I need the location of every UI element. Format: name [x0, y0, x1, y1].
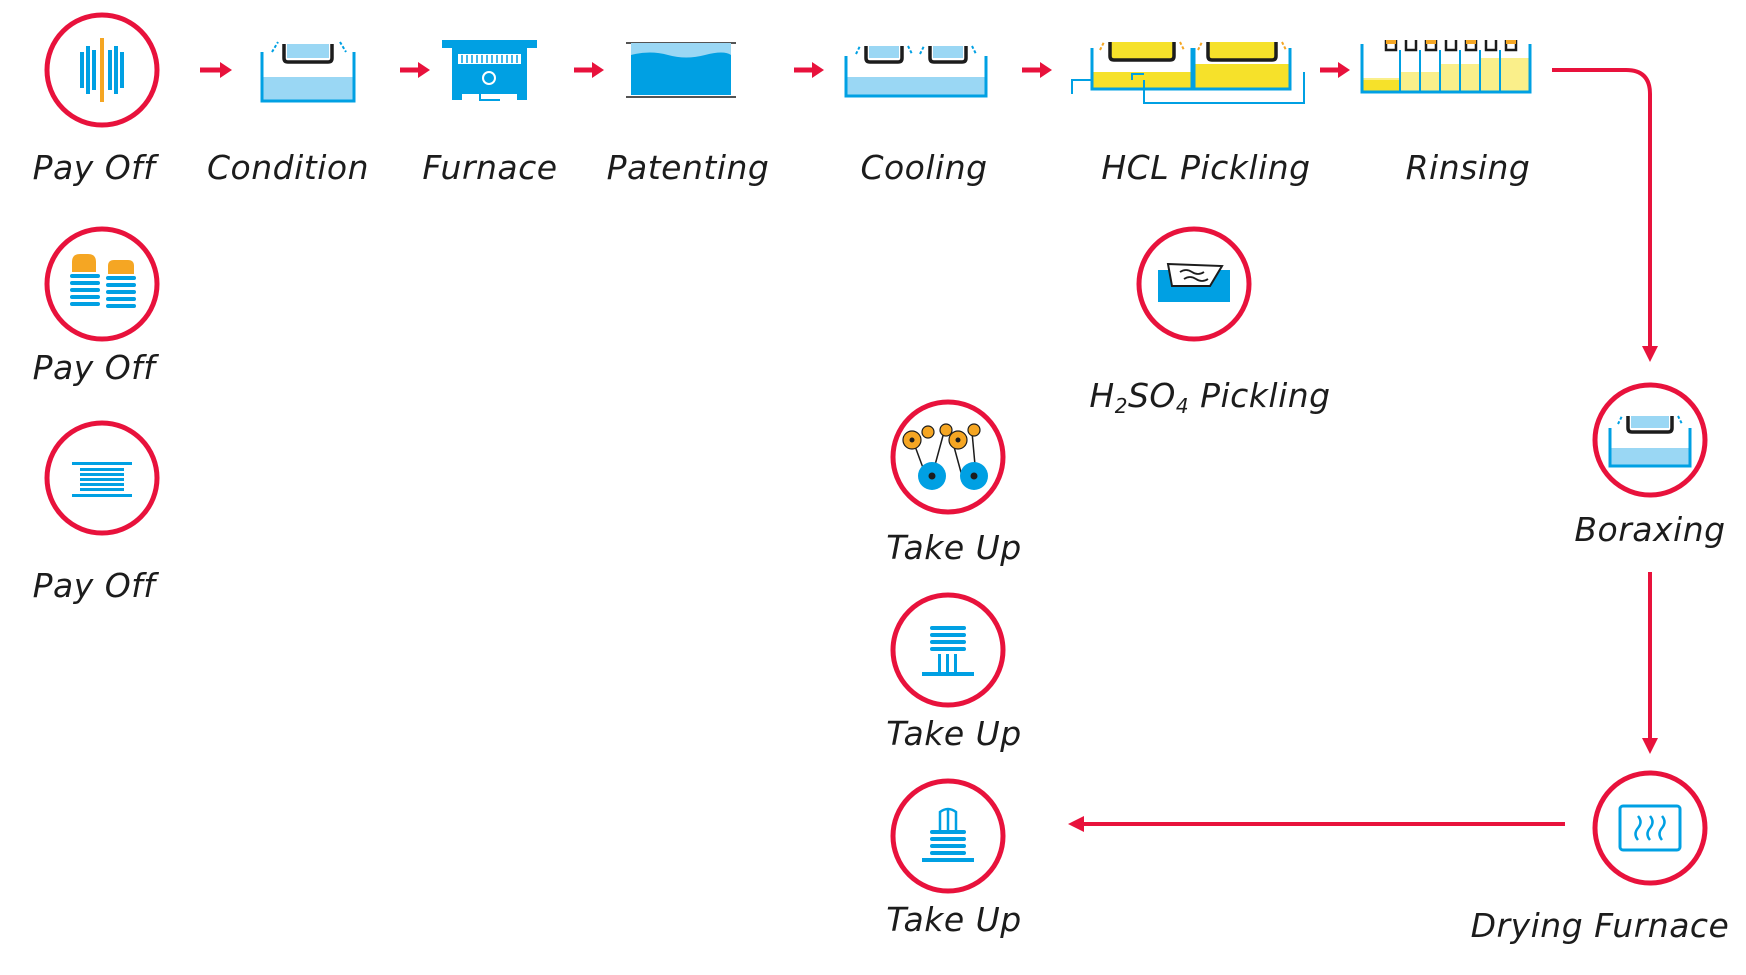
arrow-head: [1040, 62, 1052, 78]
arrow-head: [220, 62, 232, 78]
coil-stand-takeup-icon: [890, 592, 1006, 708]
h2so4-pickling-tank-icon: [1136, 226, 1252, 342]
label-takeup-2: Take Up: [886, 714, 1022, 753]
flow-arrowheads: [1068, 346, 1658, 832]
flat-coil-payoff-icon: [44, 420, 160, 536]
spool-payoff-icon: [44, 12, 160, 128]
label-takeup-3: Take Up: [886, 900, 1022, 939]
label-condition: Condition: [207, 148, 369, 187]
arrow-head: [1338, 62, 1350, 78]
label-drying-furnace: Drying Furnace: [1470, 906, 1730, 945]
label-furnace: Furnace: [422, 148, 558, 187]
spooler-takeup-icon: [890, 399, 1006, 515]
arrow-rinsing-to-boraxing: [1552, 68, 1652, 348]
arrow-head: [592, 62, 604, 78]
arrow-head: [1642, 346, 1658, 362]
flow-arrows-top-row: [200, 62, 1350, 78]
condition-tank-icon: [260, 41, 356, 103]
arrow-head: [418, 62, 430, 78]
label-boraxing: Boraxing: [1574, 510, 1726, 549]
label-pickling-text: Pickling: [1189, 376, 1331, 415]
flow-arrows-main-path: [1082, 68, 1652, 826]
formula-sub-2: 2: [1114, 394, 1128, 418]
formula-h: H: [1089, 376, 1115, 415]
arrow-head: [1068, 816, 1084, 832]
label-takeup-1: Take Up: [886, 528, 1022, 567]
formula-so: SO: [1127, 376, 1176, 415]
patenting-bath-icon: [626, 42, 736, 98]
rinsing-cascade-icon: [1360, 40, 1532, 94]
coil-carrier-takeup-icon: [890, 778, 1006, 894]
label-cooling: Cooling: [860, 148, 988, 187]
arrow-head: [1642, 738, 1658, 754]
label-rinsing: Rinsing: [1405, 148, 1531, 187]
boraxing-tank-icon: [1592, 382, 1708, 498]
arrow-head: [812, 62, 824, 78]
formula-sub-4: 4: [1175, 394, 1190, 418]
label-hcl-pickling: HCL Pickling: [1101, 148, 1311, 187]
label-payoff-2: Pay Off: [32, 348, 156, 387]
label-payoff-3: Pay Off: [32, 566, 156, 605]
label-payoff-1: Pay Off: [32, 148, 156, 187]
label-h2so4-pickling: H2SO4 Pickling: [1089, 376, 1330, 418]
cooling-tank-icon: [844, 45, 988, 98]
furnace-icon: [442, 40, 537, 101]
hcl-pickling-tanks-icon: [1071, 41, 1305, 104]
coil-stack-payoff-icon: [44, 226, 160, 342]
label-patenting: Patenting: [606, 148, 770, 187]
drying-furnace-icon: [1592, 770, 1708, 886]
